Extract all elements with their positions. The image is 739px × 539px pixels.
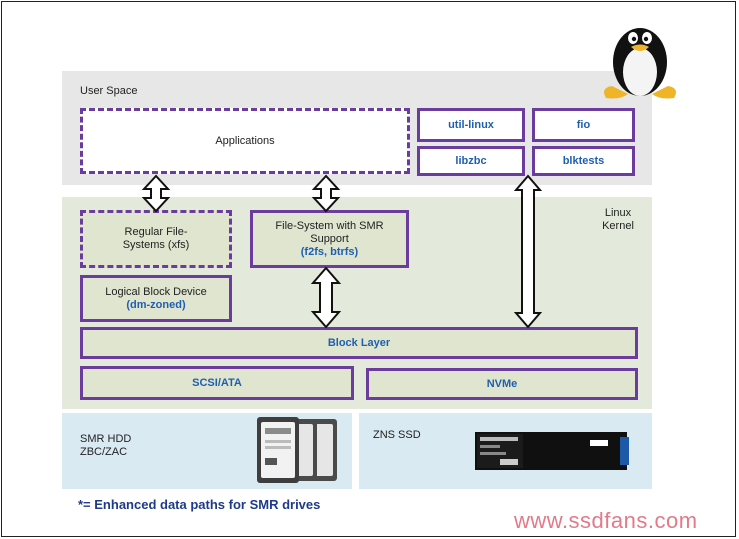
scsi-ata-label: SCSI/ATA	[192, 376, 242, 389]
footnote: *= Enhanced data paths for SMR drives	[78, 497, 321, 512]
smr-fs-line1: File-System with SMR	[275, 219, 384, 232]
libzbc-label: libzbc	[455, 154, 487, 167]
linux-kernel-title-line1: Linux	[604, 207, 632, 219]
block-layer-label: Block Layer	[327, 336, 391, 349]
fio-label: fio	[576, 118, 591, 131]
applications-box: Applications	[80, 108, 410, 174]
fio-box: fio	[532, 108, 635, 142]
linux-kernel-title-line2: Kernel	[602, 220, 634, 232]
zns-ssd-card-icon	[475, 432, 629, 470]
linux-kernel-title: Linux Kernel	[598, 207, 638, 233]
user-space-title: User Space	[80, 85, 138, 97]
arrow-apps-to-regular-fs	[141, 174, 171, 213]
watermark: www.ssdfans.com	[514, 508, 698, 533]
nvme-box: NVMe	[366, 368, 638, 400]
smr-hdd-label: SMR HDD ZBC/ZAC	[80, 433, 131, 459]
libzbc-box: libzbc	[417, 146, 525, 176]
util-linux-label: util-linux	[448, 118, 494, 131]
smr-hdd-line2: ZBC/ZAC	[80, 446, 128, 458]
arrow-apps-to-smr-fs	[311, 174, 341, 213]
regular-fs-line1: Regular File-	[124, 226, 188, 238]
arrow-tools-to-block-layer	[513, 174, 543, 329]
smr-fs-line2: Support	[310, 232, 349, 245]
blktests-label: blktests	[562, 154, 605, 167]
arrow-smr-fs-to-block-layer	[310, 266, 342, 329]
logical-block-device-box: Logical Block Device (dm-zoned)	[80, 275, 232, 322]
applications-label: Applications	[215, 134, 275, 147]
blktests-box: blktests	[532, 146, 635, 176]
zns-ssd-label: ZNS SSD	[373, 429, 421, 441]
regular-fs-box: Regular File- Systems (xfs)	[80, 210, 232, 268]
logical-block-line2: (dm-zoned)	[126, 298, 186, 311]
tux-linux-logo-icon	[604, 28, 676, 99]
smr-hdd-drives-icon	[257, 417, 337, 483]
regular-fs-line2: Systems (xfs)	[122, 239, 190, 251]
util-linux-box: util-linux	[417, 108, 525, 142]
nvme-label: NVMe	[486, 377, 518, 390]
scsi-ata-box: SCSI/ATA	[80, 366, 354, 400]
smr-hdd-line1: SMR HDD	[80, 433, 132, 445]
smr-fs-examples: (f2fs, btrfs)	[300, 245, 359, 258]
smr-fs-box: File-System with SMR Support (f2fs, btrf…	[250, 210, 409, 268]
logical-block-line1: Logical Block Device	[105, 285, 207, 298]
block-layer-box: Block Layer	[80, 327, 638, 359]
